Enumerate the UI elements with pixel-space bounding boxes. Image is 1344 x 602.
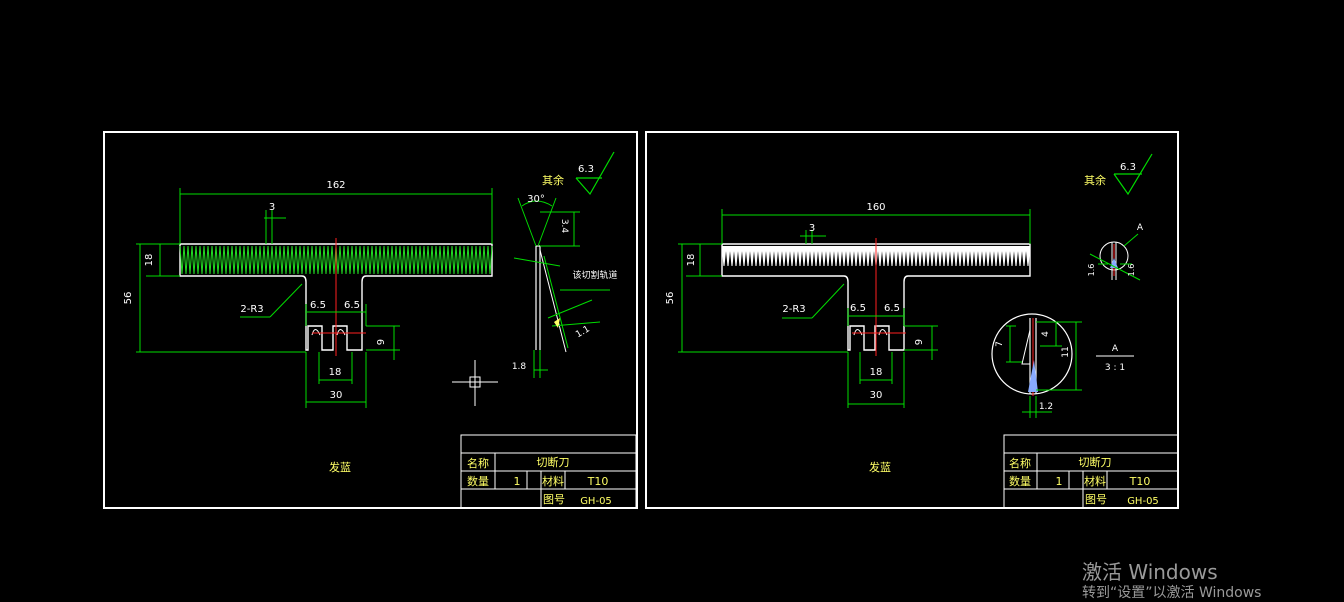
sheet-2-slot-outer-dim: 30 — [870, 390, 883, 401]
sheet-1-slot-left-dim: 6.5 — [310, 300, 326, 311]
sheet-2-detail-dim-e: 11 — [1061, 346, 1071, 357]
sheet-2-dimensions — [678, 209, 1031, 408]
sheet-1-edge-dim-b: 1.1 — [574, 324, 591, 340]
sheet-1-slot-depth-dim: 9 — [376, 339, 387, 345]
sheet-1: 162 3 18 56 2-R3 6.5 6.5 18 30 9 30° 3.4… — [103, 131, 638, 509]
sheet-1-part-outline — [179, 243, 493, 351]
sheet-1-overall-height-dim: 56 — [123, 292, 134, 305]
sheet-1-qty-label: 数量 — [467, 475, 489, 488]
sheet-1-edge-note: 该切割轨道 — [572, 269, 617, 281]
sheet-1-title-block — [460, 434, 637, 509]
sheet-1-roughness-label: 其余 — [542, 173, 564, 187]
sheet-2-radius-note: 2-R3 — [782, 304, 805, 315]
sheet-2-roughness-label: 其余 — [1084, 173, 1106, 187]
sheet-2-frame — [645, 131, 1179, 509]
sheet-2-tooth-height-dim: 18 — [686, 254, 697, 267]
sheet-1-roughness-symbol — [575, 151, 615, 196]
sheet-2-detail-small — [1089, 233, 1141, 281]
sheet-2-slot-right-dim: 6.5 — [884, 303, 900, 314]
sheet-1-edge-dim-a: 3.4 — [559, 219, 569, 234]
sheet-2-drawing-no-value: GH-05 — [1127, 496, 1159, 507]
sheet-2-part-outline — [721, 243, 1031, 351]
sheet-2-roughness-symbol — [1113, 153, 1153, 196]
sheet-1-dimensions — [136, 188, 493, 408]
sheet-2-material-label: 材料 — [1084, 474, 1106, 488]
sheet-2-qty-label: 数量 — [1009, 475, 1031, 488]
sheet-1-drawing-no-value: GH-05 — [580, 496, 612, 507]
sheet-1-material-label: 材料 — [542, 474, 564, 488]
sheet-2-name-value: 切断刀 — [1079, 455, 1112, 469]
sheet-2-treatment-note: 发蓝 — [869, 460, 891, 474]
activate-windows-watermark-title: 激活 Windows — [1082, 560, 1218, 584]
sheet-1-tooth-height-dim: 18 — [144, 254, 155, 267]
sheet-1-slot-arcs — [311, 329, 346, 336]
sheet-1-slot-inner-dim: 18 — [329, 367, 342, 378]
sheet-2-drawing-no-label: 图号 — [1085, 493, 1107, 506]
sheet-2-detail-dim-d: 4 — [1041, 331, 1051, 337]
sheet-2-material-value: T10 — [1129, 475, 1151, 488]
sheet-1-slot-outer-dim: 30 — [330, 390, 343, 401]
sheet-2-overall-height-dim: 56 — [665, 292, 676, 305]
sheet-2-detail-enlarged — [991, 313, 1082, 418]
sheet-2-length-dim: 160 — [866, 202, 885, 213]
sheet-2-detail-dim-a: 1.6 — [1087, 264, 1096, 277]
sheet-2: 160 3 18 56 2-R3 6.5 6.5 18 30 9 A 1.6 1… — [645, 131, 1179, 509]
sheet-2-scale-label: A — [1112, 344, 1119, 354]
sheet-2-detail-label: A — [1137, 223, 1144, 233]
sheet-1-drawing-no-label: 图号 — [543, 493, 565, 506]
sheet-2-detail-dim-b: 1.6 — [1127, 264, 1136, 277]
sheet-1-name-label: 名称 — [467, 456, 489, 470]
sheet-1-teeth — [179, 245, 493, 275]
sheet-2-slot-depth-dim: 9 — [914, 339, 925, 345]
sheet-1-cursor-crosshair — [452, 360, 498, 406]
sheet-1-pitch-dim: 3 — [269, 202, 275, 213]
sheet-2-name-label: 名称 — [1009, 456, 1031, 470]
sheet-1-radius-note: 2-R3 — [240, 304, 263, 315]
sheet-2-detail-dim-c: 7 — [995, 341, 1005, 347]
sheet-2-qty-value: 1 — [1056, 475, 1063, 488]
sheet-2-title-block — [1003, 434, 1179, 509]
sheet-2-slot-inner-dim: 18 — [870, 367, 883, 378]
sheet-1-thickness-dim: 1.8 — [512, 362, 527, 372]
sheet-2-slot-left-dim: 6.5 — [850, 303, 866, 314]
activate-windows-watermark-subtitle: 转到“设置”以激活 Windows — [1082, 585, 1262, 601]
sheet-1-angle-dim: 30° — [527, 194, 545, 205]
sheet-1-material-value: T10 — [587, 475, 609, 488]
sheet-1-treatment-note: 发蓝 — [329, 460, 351, 474]
sheet-1-slot-right-dim: 6.5 — [344, 300, 360, 311]
sheet-2-pitch-dim: 3 — [809, 223, 815, 234]
sheet-1-name-value: 切断刀 — [537, 455, 570, 469]
sheet-1-qty-value: 1 — [514, 475, 521, 488]
sheet-2-detail-dim-f: 1.2 — [1039, 402, 1053, 412]
sheet-2-slot-arcs — [853, 329, 888, 336]
sheet-1-length-dim: 162 — [326, 180, 345, 191]
sheet-1-side-profile — [513, 197, 610, 378]
sheet-2-roughness-value: 6.3 — [1120, 162, 1136, 173]
sheet-1-frame — [103, 131, 638, 509]
sheet-2-scale-value: 3 : 1 — [1105, 363, 1125, 373]
sheet-1-roughness-value: 6.3 — [578, 164, 594, 175]
